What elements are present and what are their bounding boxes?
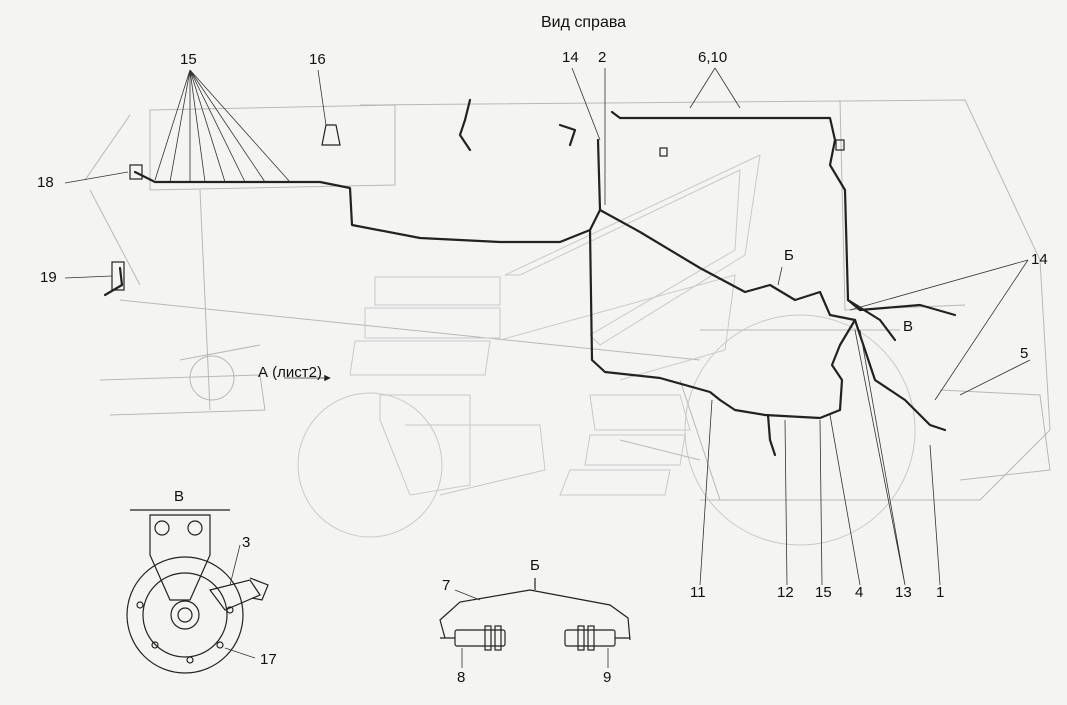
callout-19: 19 (40, 269, 57, 286)
detail-v-title: В (174, 488, 185, 505)
callout-8: 8 (457, 669, 466, 686)
callout-15-bottom: 15 (815, 584, 832, 601)
callout-4: 4 (855, 584, 864, 601)
logo-stripes (349, 154, 761, 496)
view-b-marker: Б (784, 247, 794, 264)
rear-wheel (684, 314, 916, 546)
callout-16: 16 (309, 51, 326, 68)
callout-2: 2 (598, 49, 607, 66)
callout-6-10: 6,10 (698, 49, 728, 66)
callout-14-top: 14 (562, 49, 579, 66)
detail-b (439, 578, 631, 668)
view-v-marker: В (903, 318, 914, 335)
main-harness (103, 98, 957, 457)
drawing-title: Вид справа (541, 14, 627, 31)
callout-9: 9 (603, 669, 612, 686)
callout-17: 17 (260, 651, 277, 668)
callout-7: 7 (442, 577, 451, 594)
view-arrow-a: А (лист2) (258, 364, 323, 381)
callout-12: 12 (777, 584, 794, 601)
callout-15-top: 15 (180, 51, 197, 68)
callout-3: 3 (242, 534, 251, 551)
detail-v (126, 509, 269, 674)
leader-lines (64, 67, 1031, 586)
front-wheel (297, 392, 443, 538)
detail-b-title: Б (530, 557, 540, 574)
callout-13: 13 (895, 584, 912, 601)
callout-14-right: 14 (1031, 251, 1048, 268)
callout-18: 18 (37, 174, 54, 191)
callout-11: 11 (690, 584, 706, 601)
callout-5: 5 (1020, 345, 1029, 362)
callout-1: 1 (936, 584, 945, 601)
